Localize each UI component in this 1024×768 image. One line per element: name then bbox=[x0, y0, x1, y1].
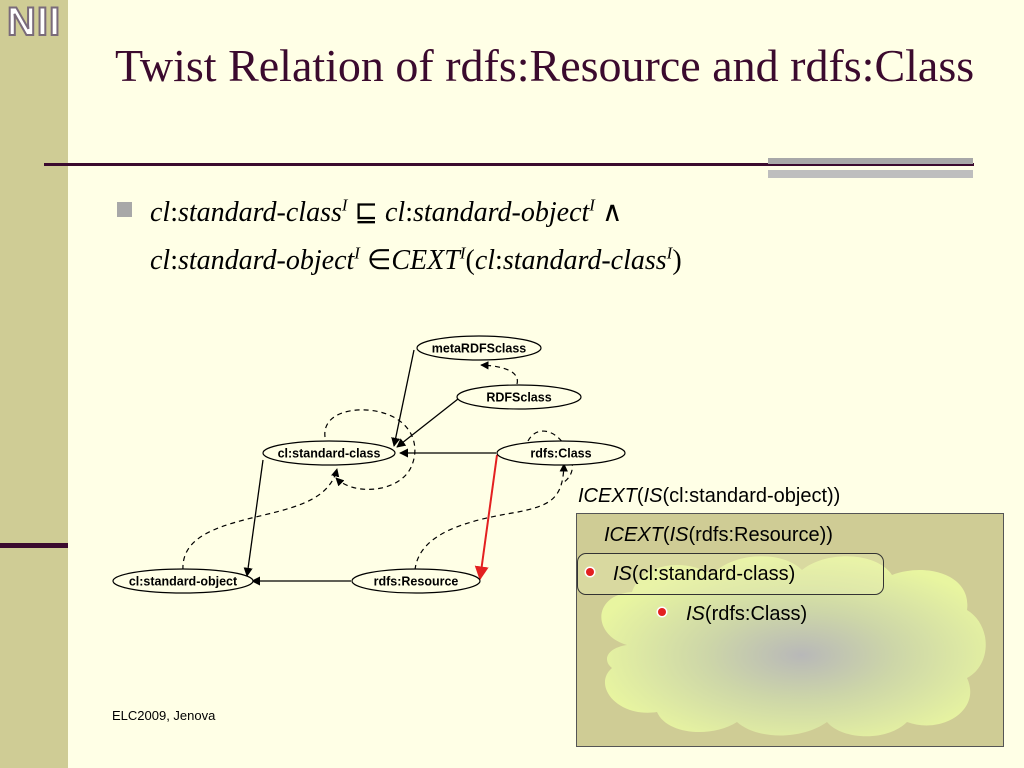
edge-meta-stdclass bbox=[391, 349, 415, 447]
formula-text: : bbox=[170, 245, 178, 276]
formula-superscript: I bbox=[459, 243, 466, 263]
node-label: rdfs:Class bbox=[530, 447, 591, 461]
formula-line-2: cl:standard-objectI ∈CEXTI(cl:standard-c… bbox=[150, 237, 970, 285]
type-arc-stdobject-stdclass bbox=[182, 468, 340, 571]
formula-text: : bbox=[170, 197, 178, 228]
edge-stdclass-stdobject bbox=[243, 459, 264, 577]
edge-rdfsclass-resource-highlight bbox=[474, 454, 498, 581]
set-arg: (cl:standard-class) bbox=[631, 563, 796, 585]
type-arc-rdfsclass-meta bbox=[480, 361, 518, 385]
bullet-dot-icon bbox=[586, 568, 594, 576]
node-label: rdfs:Resource bbox=[374, 575, 459, 589]
formula-text: CEXT bbox=[391, 245, 460, 276]
cloud-shape bbox=[601, 556, 986, 737]
node-rdfs-class: rdfs:Class bbox=[496, 440, 626, 466]
set-label-resource: ICEXT(IS(rdfs:Resource)) bbox=[604, 523, 833, 547]
node-label: RDFSclass bbox=[486, 391, 551, 405]
set-arg: (cl:standard-object)) bbox=[662, 485, 841, 507]
set-label-rdfs-class: IS(rdfs:Class) bbox=[686, 602, 807, 626]
formula-text: : bbox=[495, 245, 503, 276]
set-func: ICEXT bbox=[578, 485, 637, 507]
title-accent-bar bbox=[768, 158, 973, 164]
type-arc-stdclass-self bbox=[324, 409, 416, 490]
formula-bullet: cl:standard-classI ⊑ cl:standard-objectI… bbox=[150, 189, 970, 285]
title-accent-bar-lower bbox=[768, 170, 973, 178]
formula-text: cl bbox=[150, 197, 171, 228]
set-paren: ( bbox=[636, 485, 644, 507]
formula-superscript: I bbox=[341, 195, 348, 215]
formula-text: cl bbox=[474, 245, 496, 276]
set-arg: (rdfs:Class) bbox=[704, 603, 808, 625]
set-extension-panel bbox=[576, 513, 1004, 747]
set-inner: IS bbox=[643, 485, 663, 507]
footer-text: ELC2009, Jenova bbox=[112, 708, 216, 723]
formula-text: standard-object bbox=[178, 245, 355, 276]
node-rdfs-resource: rdfs:Resource bbox=[351, 568, 481, 594]
sidebar-band: NII bbox=[0, 0, 68, 768]
formula-superscript: I bbox=[589, 195, 595, 215]
slide-title: Twist Relation of rdfs:Resource and rdfs… bbox=[115, 40, 975, 91]
formula-text: cl bbox=[385, 197, 406, 228]
formula-text: standard-class bbox=[178, 197, 342, 228]
set-label-standard-class: IS(cl:standard-class) bbox=[613, 562, 795, 586]
set-inner: IS bbox=[669, 524, 689, 546]
set-func: ICEXT bbox=[604, 524, 663, 546]
formula-text: standard-class bbox=[502, 245, 667, 276]
formula-line-1: cl:standard-classI ⊑ cl:standard-objectI… bbox=[150, 189, 970, 237]
formula-text: : bbox=[405, 197, 413, 228]
node-label: cl:standard-class bbox=[278, 447, 381, 461]
node-rdfsclass-meta: RDFSclass bbox=[456, 384, 582, 410]
bullet-dot-icon bbox=[658, 608, 666, 616]
formula-superscript: I bbox=[354, 243, 360, 263]
formula-text: standard-object bbox=[413, 197, 590, 228]
node-label: cl:standard-object bbox=[129, 575, 238, 589]
node-standard-class: cl:standard-class bbox=[262, 440, 396, 466]
title-divider bbox=[44, 163, 974, 166]
standard-class-box bbox=[577, 553, 884, 595]
set-arg: (rdfs:Resource)) bbox=[688, 524, 833, 546]
set-inner: IS bbox=[686, 603, 705, 625]
element-of-symbol: ∈ bbox=[359, 245, 392, 276]
and-symbol: ∧ bbox=[594, 197, 623, 228]
set-inner: IS bbox=[613, 563, 632, 585]
formula-superscript: I bbox=[666, 243, 673, 263]
formula-text: ) bbox=[672, 245, 682, 276]
subset-symbol: ⊑ bbox=[347, 197, 385, 228]
nii-logo: NII bbox=[6, 0, 62, 45]
sidebar-divider bbox=[0, 543, 68, 548]
formula-text: cl bbox=[150, 245, 171, 276]
node-metardfsclass: metaRDFSclass bbox=[416, 335, 542, 361]
node-standard-object: cl:standard-object bbox=[112, 568, 254, 594]
formula-text: ( bbox=[465, 245, 475, 276]
set-label-standard-object: ICEXT(IS(cl:standard-object)) bbox=[578, 484, 840, 508]
bullet-square-icon bbox=[117, 202, 132, 217]
edge-rdfsclass-stdclass bbox=[396, 398, 459, 448]
type-arc-resource-rdfsclass bbox=[414, 463, 568, 571]
set-paren: ( bbox=[662, 524, 670, 546]
node-label: metaRDFSclass bbox=[432, 342, 527, 356]
